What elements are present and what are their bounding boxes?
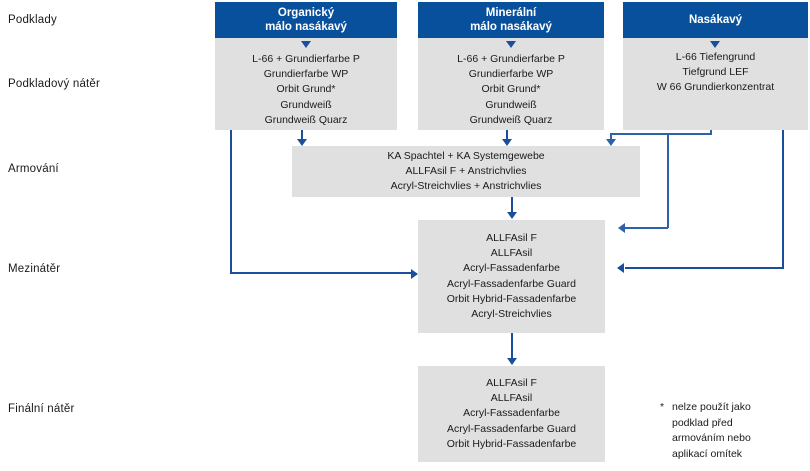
box-item: ALLFAsil F [486,231,537,244]
arrow-down-icon-into-armovani-left [297,139,307,146]
connector-nasakavy-right-vertical [782,130,784,268]
arrow-right-icon-into-mezinater [411,269,418,279]
column-header-nasakavy: Nasákavý [623,2,808,38]
footnote-text: nelze použít jako podklad před armováním… [672,400,810,462]
connector-nasakavy-to-armovani-down-b [610,133,612,141]
row-label-finalni-nater: Finální nátěr [8,403,75,415]
connector-branch-to-mezinater-horizontal [625,227,668,229]
arrow-down-icon-into-armovani-center [502,139,512,146]
footnote: * nelze použít jako podklad před armován… [660,400,810,462]
box-item: Orbit Hybrid-Fassadenfarbe [446,292,577,305]
box-item: ALLFAsil F [486,376,537,389]
arrow-left-icon-into-mezinater-bottom [617,263,624,273]
connector-armovani-to-mezinater-vertical [511,197,513,214]
connector-organicky-to-mezinater-horizontal [230,272,412,274]
box-item: Acryl-Streichvlies [471,307,552,320]
arrow-down-icon-into-finalni [507,358,517,365]
box-finalni-nater: ALLFAsil F ALLFAsil Acryl-Fassadenfarbe … [418,366,605,462]
box-item: L-66 Tiefengrund [675,51,756,63]
box-item: Grundierfarbe WP [263,68,349,81]
box-item: Acryl-Fassadenfarbe Guard [447,277,576,290]
box-item: Orbit Hybrid-Fassadenfarbe [446,437,577,450]
column-header-mineralni-line2: málo nasákavý [470,21,552,33]
footnote-marker: * [660,401,665,413]
row-label-podkladovy-nater: Podkladový nátěr [8,78,101,90]
footnote-line: aplikací omítek [672,447,743,460]
box-item: L-66 + Grundierfarbe P [457,52,565,65]
connector-organicky-to-armovani-vertical [301,130,303,140]
row-label-armovani: Armování [8,163,59,175]
column-header-mineralni: Minerální málo nasákavý [418,2,604,38]
box-item: L-66 + Grundierfarbe P [252,52,360,65]
connector-organicky-to-mezinater-vertical [230,130,232,273]
box-item: ALLFAsil [490,247,533,260]
column-header-organicky-line2: málo nasákavý [265,21,347,33]
box-item: ALLFAsil F + Anstrichvlies [405,164,527,177]
arrow-down-icon-organicky-header [301,41,311,48]
arrow-down-icon-nasakavy-header [710,41,720,48]
connector-branch-vertical [667,133,669,228]
row-label-mezinater: Mezinátěr [8,263,61,275]
box-item: Grundweiß Quarz [264,113,348,126]
box-item: Acryl-Fassadenfarbe [463,407,560,420]
box-mezinater: ALLFAsil F ALLFAsil Acryl-Fassadenfarbe … [418,220,605,333]
arrow-left-icon-into-mezinater-top [618,223,625,233]
footnote-line: podklad před [672,416,733,429]
box-podkladovy-nater-nasakavy: L-66 Tiefengrund Tiefgrund LEF W 66 Grun… [623,38,808,130]
box-item: Grundweiß [485,98,537,111]
box-item: Grundierfarbe WP [468,68,554,81]
box-item: Acryl-Streichvlies + Anstrichvlies [390,180,542,193]
box-item: W 66 Grundierkonzentrat [656,81,775,94]
box-item: Orbit Grund* [276,83,336,96]
connector-mineralni-to-armovani-vertical [506,130,508,140]
connector-nasakavy-to-armovani-down-a [710,130,712,135]
footnote-line: nelze použít jako [672,401,751,413]
arrow-down-icon-into-armovani-right [606,139,616,146]
box-podkladovy-nater-organicky: L-66 + Grundierfarbe P Grundierfarbe WP … [215,38,397,130]
footnote-line: armováním nebo [672,432,751,444]
column-header-mineralni-line1: Minerální [485,7,537,19]
box-item: Acryl-Fassadenfarbe [463,262,560,275]
column-header-organicky-line1: Organický [277,7,335,19]
connector-mezinater-to-finalni-vertical [511,333,513,359]
column-header-organicky: Organický málo nasákavý [215,2,397,38]
box-podkladovy-nater-mineralni: L-66 + Grundierfarbe P Grundierfarbe WP … [418,38,604,130]
box-item: Acryl-Fassadenfarbe Guard [447,422,576,435]
box-item: Grundweiß [280,98,332,111]
box-item: KA Spachtel + KA Systemgewebe [387,149,545,162]
arrow-down-icon-into-mezinater [507,212,517,219]
arrow-down-icon-mineralni-header [506,41,516,48]
connector-branch-top-horizontal [610,133,668,135]
box-item: ALLFAsil [490,392,533,405]
box-item: Grundweiß Quarz [469,113,553,126]
column-header-nasakavy-line1: Nasákavý [688,14,743,26]
box-item: Orbit Grund* [481,83,541,96]
row-label-podklady: Podklady [8,14,57,26]
connector-nasakavy-right-horizontal [625,267,784,269]
box-item: Tiefgrund LEF [682,66,749,79]
box-armovani: KA Spachtel + KA Systemgewebe ALLFAsil F… [292,146,640,197]
